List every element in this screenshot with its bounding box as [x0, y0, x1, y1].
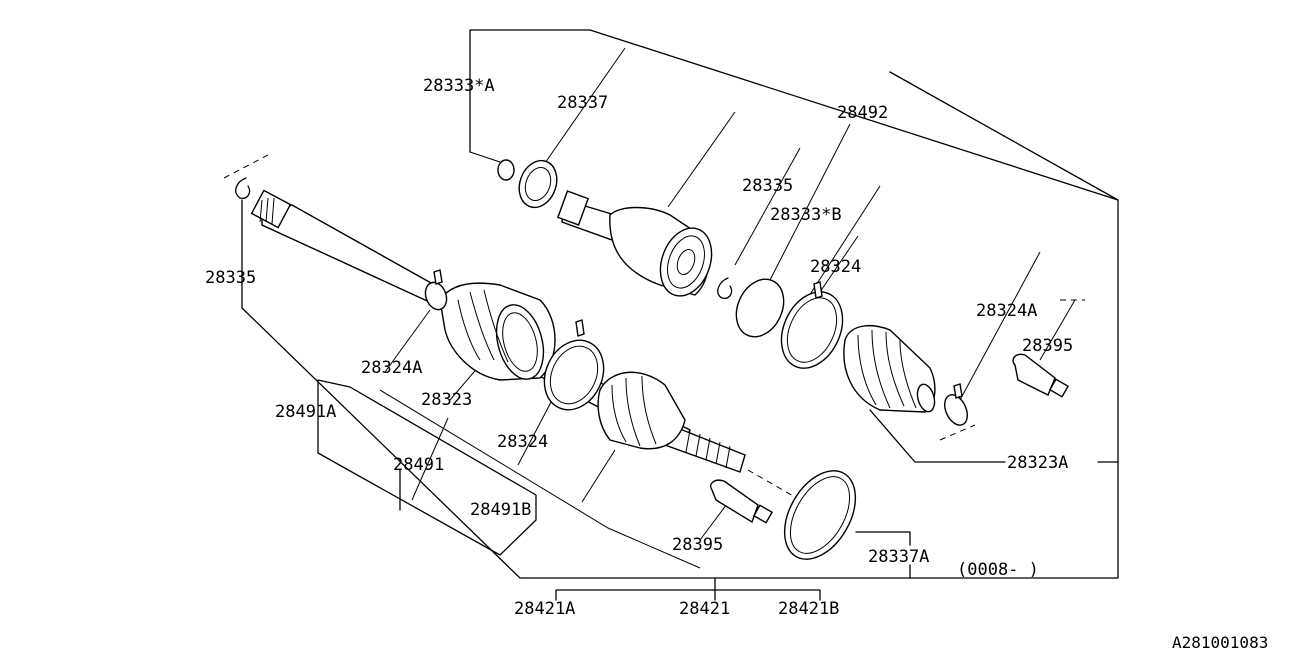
label-28491: 28491: [393, 455, 444, 475]
label-28335-top: 28335: [742, 176, 793, 196]
leader-lines: [379, 47, 1076, 569]
dust-cover-bottom: [710, 479, 774, 524]
outer-boot: [597, 371, 686, 450]
label-28333A: 28333*A: [423, 76, 495, 96]
label-28324-top: 28324: [810, 257, 861, 277]
label-28395-right: 28395: [1022, 336, 1073, 356]
dust-cover-right: [1012, 353, 1070, 398]
label-28323: 28323: [421, 390, 472, 410]
oil-seal: [518, 159, 558, 209]
label-28333B: 28333*B: [770, 205, 842, 225]
outboard-boot: [843, 324, 936, 413]
label-28491A: 28491A: [275, 402, 336, 422]
guide-dashes: [223, 154, 1085, 501]
label-28421: 28421: [679, 599, 730, 619]
label-28421B: 28421B: [778, 599, 839, 619]
label-28324A-right: 28324A: [976, 301, 1037, 321]
label-date-range: (0008- ): [957, 560, 1039, 580]
o-ring: [783, 470, 857, 560]
label-28337A: 28337A: [868, 547, 929, 567]
bracket-lines: [241, 29, 1119, 601]
inner-boot: [439, 282, 556, 381]
part-labels: 28333*A 28337 28492 28335 28333*B 28324 …: [205, 76, 1268, 652]
label-28324-mid: 28324: [497, 432, 548, 452]
boot-clamps: [424, 269, 969, 426]
label-28395-bottom: 28395: [672, 535, 723, 555]
label-28324A-left: 28324A: [361, 358, 422, 378]
label-28491B: 28491B: [470, 500, 531, 520]
figure-code: A281001083: [1172, 633, 1268, 652]
cv-joint-housing: [556, 190, 713, 297]
label-28335-left: 28335: [205, 268, 256, 288]
label-28421A: 28421A: [514, 599, 575, 619]
label-28337: 28337: [557, 93, 608, 113]
label-28323A: 28323A: [1007, 453, 1068, 473]
snap-rings: [235, 159, 785, 338]
label-28492: 28492: [837, 103, 888, 123]
